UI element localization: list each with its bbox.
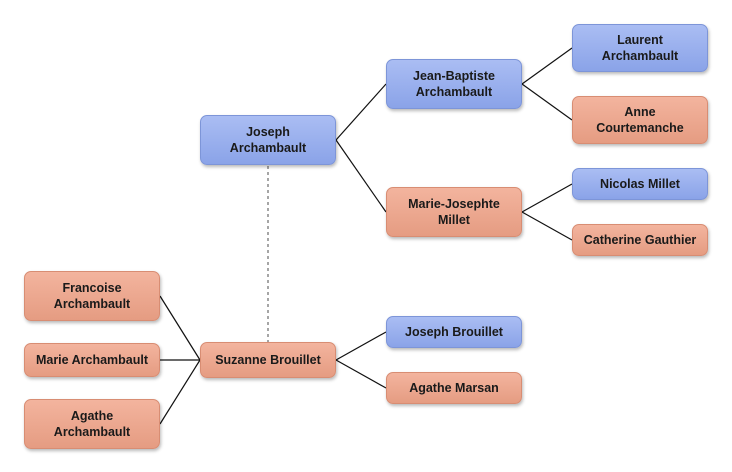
- edge-marie-josephte-to-nicolas: [521, 183, 573, 213]
- person-nicolas-millet[interactable]: Nicolas Millet: [572, 168, 708, 200]
- edge-jean-baptiste-to-laurent: [521, 47, 573, 85]
- person-agathe-archambault[interactable]: Agathe Archambault: [24, 399, 160, 449]
- person-marie-archambault[interactable]: Marie Archambault: [24, 343, 160, 377]
- edge-suzanne-to-agathe: [159, 359, 201, 425]
- person-francoise-archambault[interactable]: Francoise Archambault: [24, 271, 160, 321]
- person-laurent-archambault[interactable]: Laurent Archambault: [572, 24, 708, 72]
- edge-joseph-to-marie-josephte: [335, 139, 387, 213]
- person-joseph-archambault[interactable]: Joseph Archambault: [200, 115, 336, 165]
- person-marie-josephte-millet[interactable]: Marie-Josephte Millet: [386, 187, 522, 237]
- edge-jean-baptiste-to-anne: [521, 83, 573, 121]
- person-catherine-gauthier[interactable]: Catherine Gauthier: [572, 224, 708, 256]
- person-agathe-marsan[interactable]: Agathe Marsan: [386, 372, 522, 404]
- edge-marie-josephte-to-catherine: [521, 211, 573, 241]
- person-joseph-brouillet[interactable]: Joseph Brouillet: [386, 316, 522, 348]
- edge-suzanne-to-francoise: [159, 295, 201, 361]
- person-jean-baptiste-archambault[interactable]: Jean-Baptiste Archambault: [386, 59, 522, 109]
- edge-joseph-to-jean-baptiste: [335, 83, 387, 141]
- person-suzanne-brouillet[interactable]: Suzanne Brouillet: [200, 342, 336, 378]
- edge-suzanne-to-agathe-marsan: [335, 359, 387, 389]
- person-anne-courtemanche[interactable]: Anne Courtemanche: [572, 96, 708, 144]
- edge-suzanne-to-joseph-brouillet: [335, 331, 387, 361]
